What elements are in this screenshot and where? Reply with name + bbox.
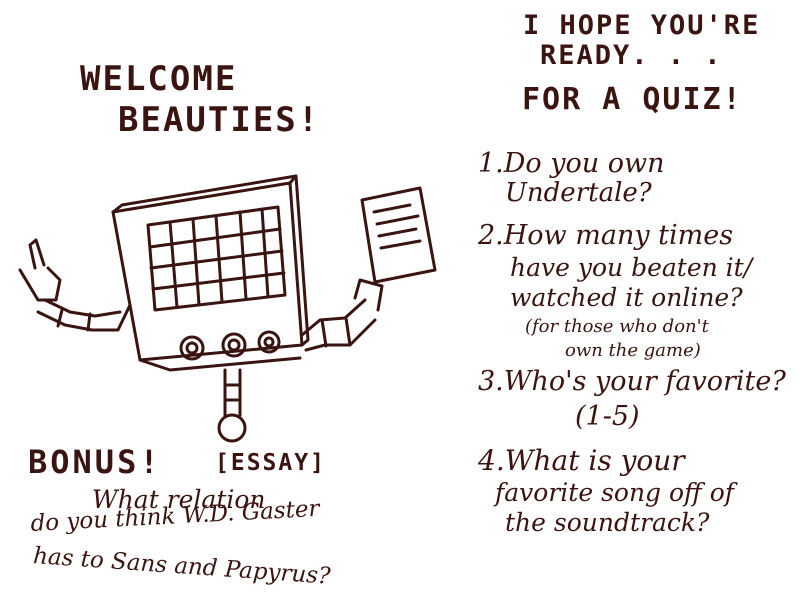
robot-right-arm bbox=[300, 278, 384, 352]
question-2-note-line2: own the game) bbox=[565, 340, 701, 361]
question-1-line1: 1.Do you own bbox=[478, 148, 665, 179]
question-3-line1: 3.Who's your favorite? bbox=[478, 366, 786, 397]
intro-line2: READY. . . bbox=[540, 40, 723, 71]
essay-label: [ESSAY] bbox=[215, 450, 326, 476]
robot-stand bbox=[217, 368, 247, 443]
intro-line3: FOR A QUIZ! bbox=[522, 82, 743, 117]
question-4-line3: the soundtrack? bbox=[505, 508, 710, 537]
question-2-line1: 2.How many times bbox=[478, 220, 734, 251]
bonus-question-line1: What relation bbox=[92, 485, 266, 514]
robot-left-arm bbox=[18, 238, 132, 332]
question-3-line2: (1-5) bbox=[575, 401, 640, 432]
question-2-line3: watched it online? bbox=[510, 283, 743, 312]
robot-top bbox=[111, 174, 298, 214]
robot-dials bbox=[179, 330, 281, 361]
welcome-heading-line2: BEAUTIES! bbox=[118, 100, 321, 140]
question-4-line2: favorite song off of bbox=[495, 478, 735, 507]
robot-base bbox=[138, 356, 302, 372]
paper-icon bbox=[360, 186, 437, 284]
question-2-line2: have you beaten it/ bbox=[510, 253, 753, 282]
robot-side bbox=[294, 174, 310, 347]
intro-line1: I HOPE YOU'RE bbox=[523, 10, 761, 41]
question-1-line2: Undertale? bbox=[505, 178, 652, 208]
welcome-heading-line1: WELCOME bbox=[80, 59, 238, 99]
question-4-line1: 4.What is your bbox=[478, 444, 685, 477]
question-2-note-line1: (for those who don't bbox=[525, 316, 709, 337]
robot-screen-grid bbox=[146, 205, 287, 312]
bonus-label: BONUS! bbox=[28, 443, 162, 481]
